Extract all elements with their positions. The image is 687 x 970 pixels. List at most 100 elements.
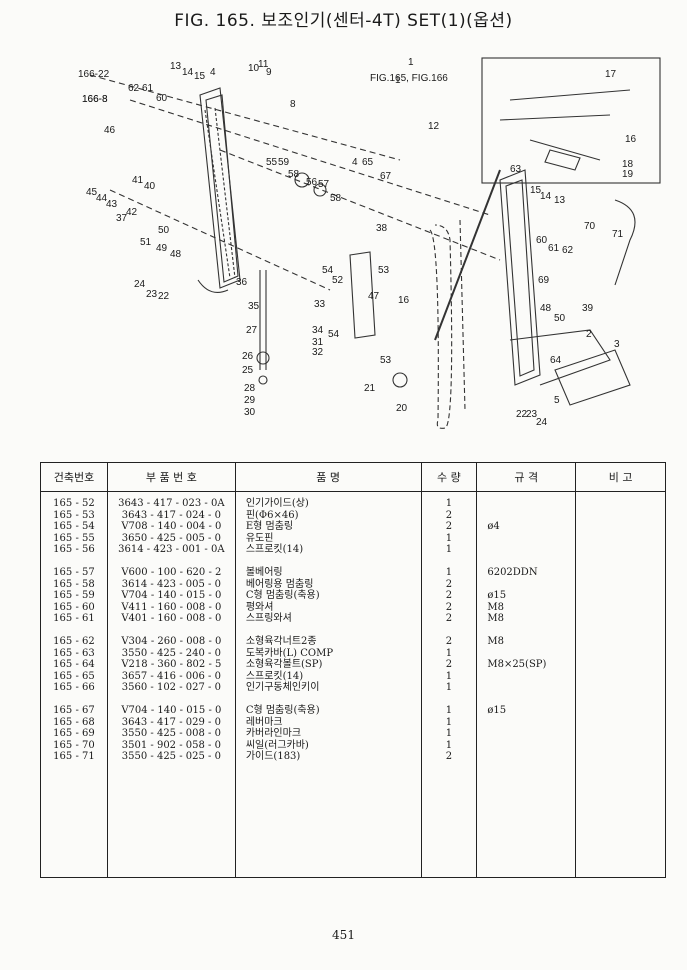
callout-label: 14 [540, 191, 552, 202]
part-number: 3643 - 417 - 024 - 0 [121, 509, 221, 521]
specification: ø15 [487, 705, 507, 716]
column-header-part-number: 부 품 번 호 [106, 462, 236, 492]
part-name: C형 멈춤링(축용) [245, 590, 320, 601]
specification [487, 717, 574, 729]
part-number: 3614 - 423 - 005 - 0 [121, 578, 221, 590]
reference-number: 165 - 56 [53, 544, 95, 555]
callout-label: 48 [540, 303, 552, 314]
specification [487, 682, 574, 694]
specification: ø15 [487, 590, 507, 601]
callout-label: 31 [312, 337, 324, 348]
specification [487, 648, 574, 660]
callout-label: 70 [584, 221, 596, 232]
reference-number: 165 - 52 [53, 498, 95, 509]
quantity: 2 [445, 601, 453, 613]
part-name: C형 멈춤링(축용) [245, 705, 320, 716]
specification: M8×25(SP) [487, 659, 547, 670]
quantity: 1 [445, 716, 453, 728]
callout-label: 64 [550, 355, 562, 366]
table-header-row: 건축번호 부 품 번 호 품 명 수 량 규 격 비 고 [40, 462, 666, 492]
part-name: 핀(Φ6×46) [245, 509, 299, 521]
part-number: 3614 - 423 - 001 - 0A [118, 544, 225, 555]
part-number: V304 - 260 - 008 - 0 [121, 636, 222, 647]
reference-number: 165 - 57 [53, 567, 95, 578]
specification [487, 579, 574, 591]
reference-number: 165 - 69 [53, 728, 95, 739]
callout-label: 50 [554, 313, 566, 324]
callout-label: 39 [582, 303, 594, 314]
callout-label: 18 [622, 159, 634, 170]
column-header-remarks: 비 고 [575, 462, 666, 492]
reference-number: 165 - 55 [53, 532, 95, 544]
callout-label: 42 [126, 207, 138, 218]
quantity: 1 [445, 739, 453, 751]
quantity: 1 [445, 498, 453, 509]
callout-label: 37 [116, 213, 128, 224]
callout-label: 5 [554, 395, 560, 406]
reference-number: 165 - 67 [53, 705, 95, 716]
part-number: 3643 - 417 - 029 - 0 [121, 716, 221, 728]
callout-label: 20 [396, 403, 408, 414]
part-name: 볼베어링 [245, 567, 283, 578]
callout-label: 166-22 [78, 69, 110, 80]
callout-label: 63 [510, 164, 522, 175]
callout-label: 36 [236, 277, 248, 288]
callout-label: 60 [536, 235, 548, 246]
part-name: 유도핀 [245, 532, 274, 544]
reference-number-column: 165 - 52 165 - 53 165 - 54 165 - 55 165 … [40, 491, 108, 878]
reference-number: 165 - 68 [53, 716, 95, 728]
callout-label: 12 [428, 121, 440, 132]
parts-list-table: 건축번호 부 품 번 호 품 명 수 량 규 격 비 고 165 - 52 16… [40, 462, 666, 878]
callout-label: 69 [538, 275, 550, 286]
quantity: 1 [445, 544, 453, 555]
part-number: 3643 - 417 - 023 - 0A [118, 498, 225, 509]
part-name: 도복카바(L) COMP [245, 647, 334, 659]
part-name: 소형육각볼트(SP) [245, 659, 323, 670]
callout-label: 62 [128, 83, 140, 94]
callout-label: 8 [290, 99, 296, 110]
column-header-part-name: 품 명 [234, 462, 422, 492]
part-number: 3550 - 425 - 008 - 0 [121, 728, 221, 739]
quantity: 2 [445, 590, 453, 601]
callout-label: 65 [362, 157, 374, 168]
callout-label: 38 [376, 223, 388, 234]
page-number: 451 [332, 928, 355, 942]
part-name: 카버라인마크 [245, 728, 302, 739]
specification: M8 [487, 601, 504, 613]
callout-label: 32 [312, 347, 324, 358]
part-name-column: 인기가이드(상) 핀(Φ6×46) E형 멈춤링 유도핀 스프로킷(14) 볼베… [234, 491, 422, 878]
callout-label: 57 [318, 179, 330, 190]
callout-label: 56 [306, 177, 318, 188]
quantity: 2 [445, 578, 453, 590]
callout-label: 14 [182, 67, 194, 78]
part-number: 3550 - 425 - 240 - 0 [121, 647, 221, 659]
callout-label: 58 [330, 193, 342, 204]
column-header-reference-number: 건축번호 [40, 462, 108, 492]
callout-label: 15 [530, 185, 542, 196]
reference-number: 165 - 54 [53, 521, 95, 532]
callout-label: 15 [194, 71, 206, 82]
callout-label: 53 [378, 265, 390, 276]
callout-label: 62 [562, 245, 574, 256]
callout-label: 33 [314, 299, 326, 310]
column-header-quantity: 수 량 [420, 462, 478, 492]
callout-label: 23 [526, 409, 538, 420]
column-header-specification: 규 격 [476, 462, 577, 492]
specification: M8 [487, 636, 504, 647]
part-number: V704 - 140 - 015 - 0 [121, 705, 222, 716]
specification [487, 544, 574, 556]
part-number: 3650 - 425 - 005 - 0 [121, 532, 221, 544]
callout-label: 1 [408, 57, 414, 68]
callout-label: 4 [352, 157, 358, 168]
callout-label: 60 [156, 93, 168, 104]
quantity: 1 [445, 670, 453, 682]
callout-label: 21 [364, 383, 376, 394]
exploded-parts-diagram: 166-22 1 166-8 13 14 15 4 10 11 9 8 1 FI… [70, 40, 665, 440]
callout-label: 55 [266, 157, 278, 168]
callout-label: 22 [516, 409, 528, 420]
specification [487, 498, 574, 510]
callout-label: 26 [242, 351, 254, 362]
callout-label: 61 [142, 83, 154, 94]
part-number: V218 - 360 - 802 - 5 [121, 659, 222, 670]
callout-label: 1 [395, 75, 401, 86]
